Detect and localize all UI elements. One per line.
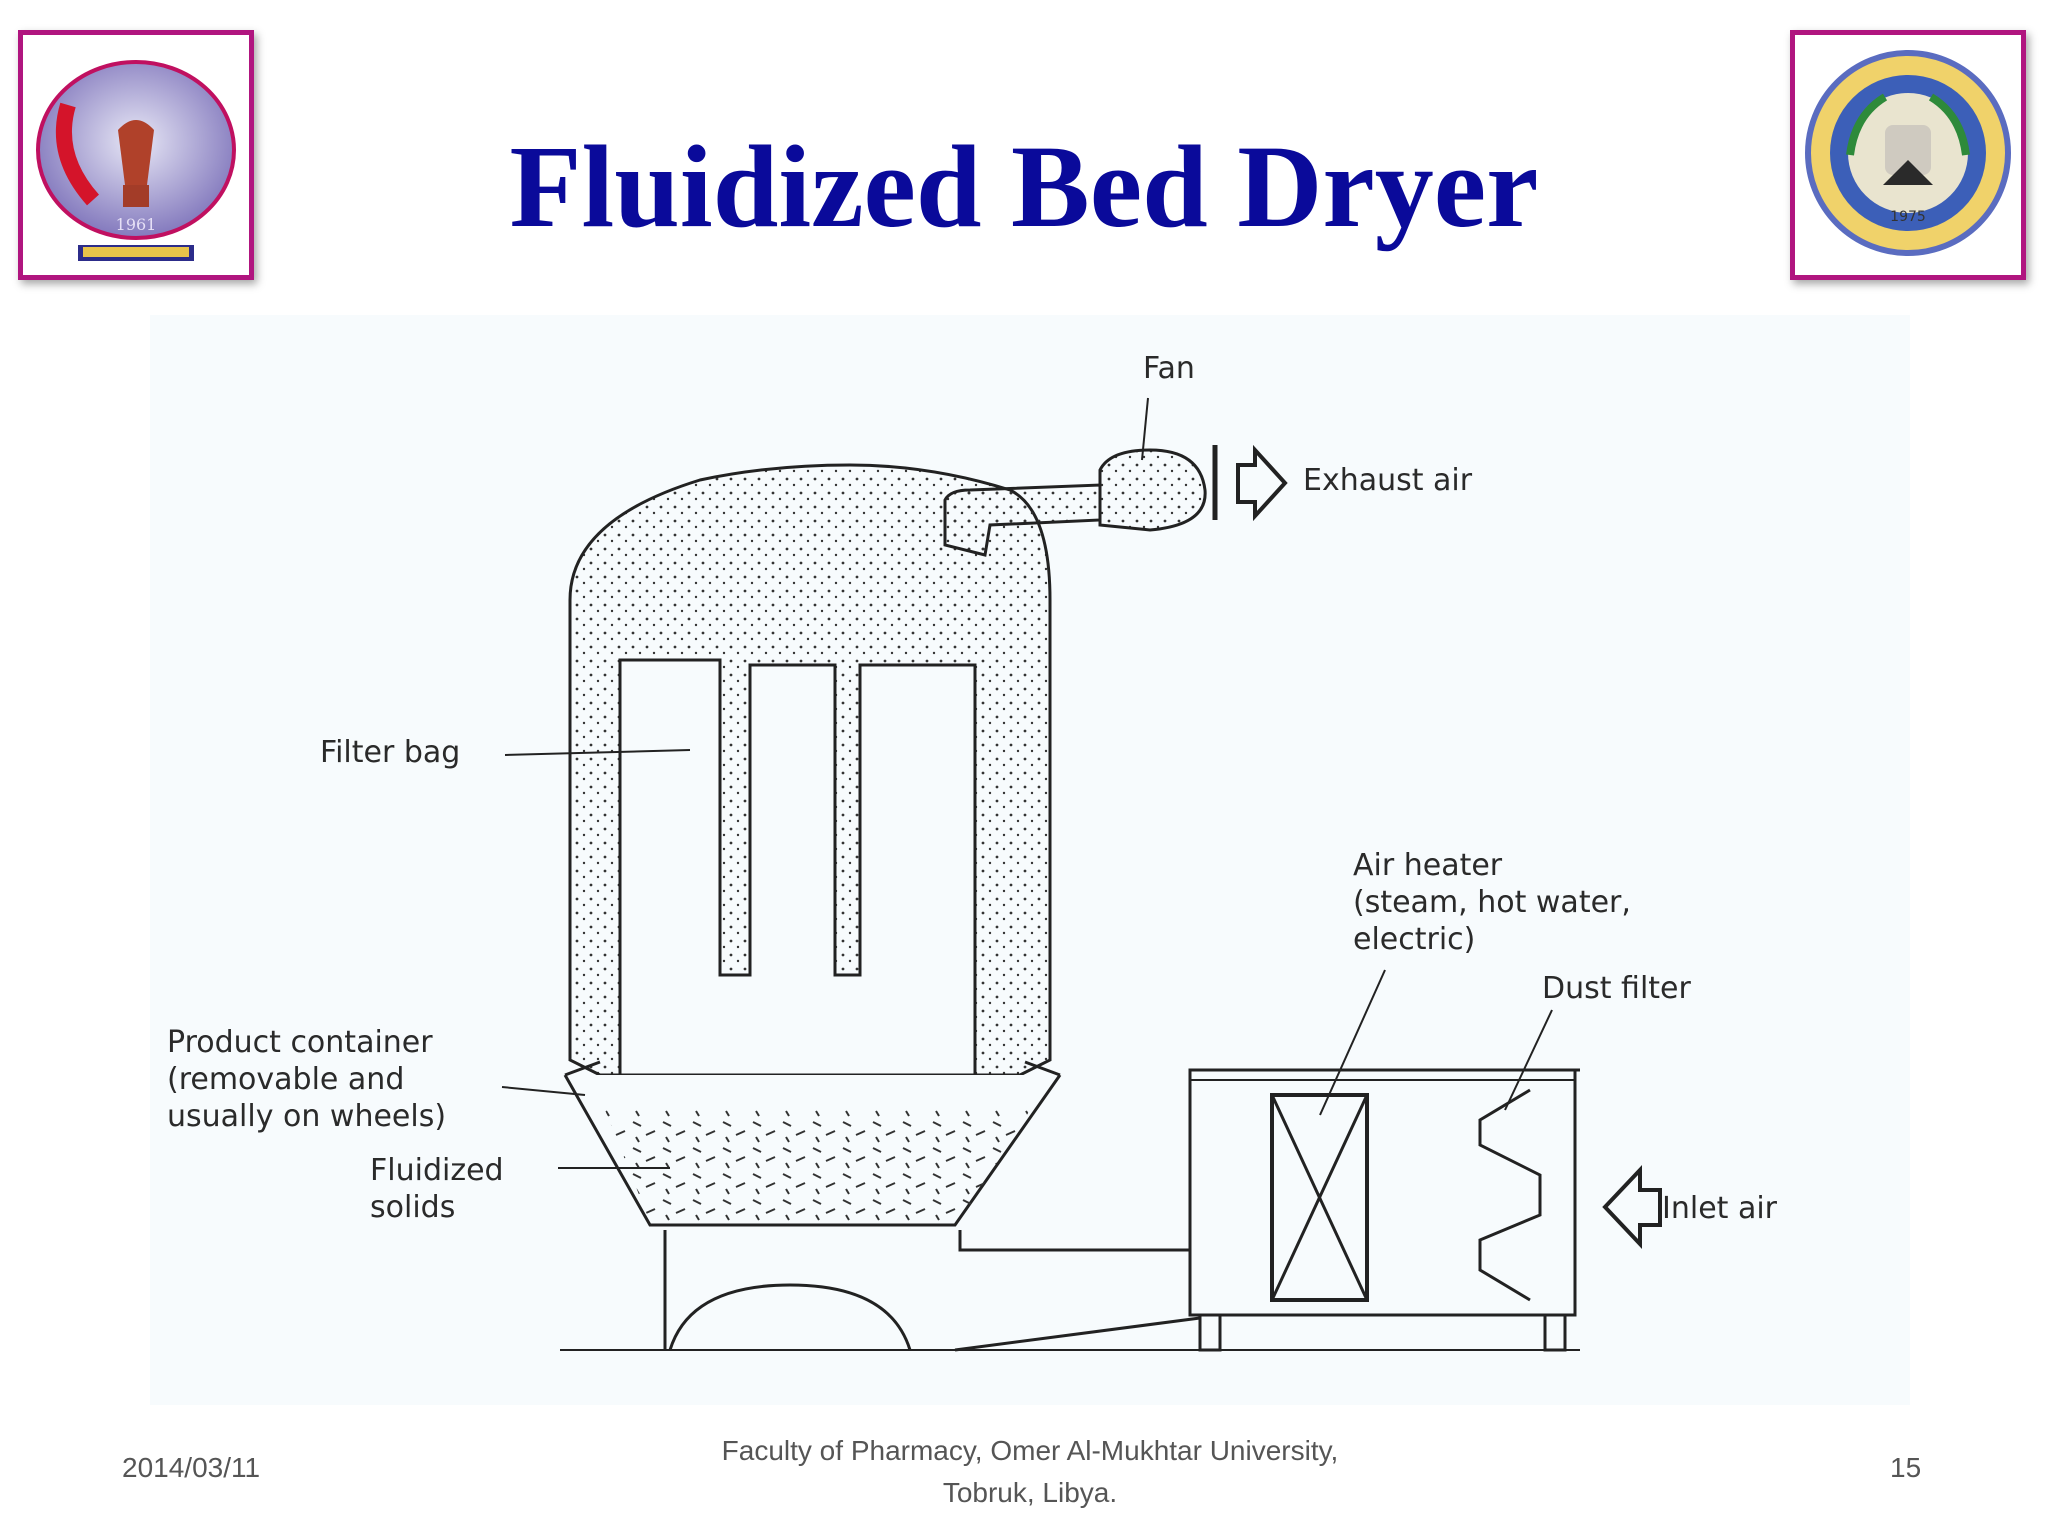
pharmacy-faculty-emblem: 1961 [36, 60, 236, 261]
label-inlet-air: Inlet air [1662, 1191, 1778, 1226]
exhaust-arrow-icon [1236, 444, 1288, 522]
dust-filter-element [1478, 1088, 1542, 1302]
filter-bags [618, 658, 977, 1077]
right-logo-year: 1975 [1890, 209, 1926, 225]
label-fluidized-solids-1: Fluidized [370, 1153, 504, 1188]
duct-to-fan [943, 483, 1102, 557]
footer-organization: Faculty of Pharmacy, Omer Al-Mukhtar Uni… [680, 1430, 1380, 1514]
label-air-heater-2: (steam, hot water, [1353, 885, 1631, 920]
label-dust-filter: Dust filter [1542, 971, 1691, 1006]
label-fluidized-solids-2: solids [370, 1190, 455, 1225]
university-seal: 1975 [1805, 50, 2011, 256]
label-exhaust-air: Exhaust air [1303, 463, 1473, 498]
inlet-arrow-icon [1602, 1164, 1662, 1250]
left-logo-year: 1961 [116, 215, 157, 234]
left-logo: 1961 [18, 30, 254, 280]
label-product-container-3: usually on wheels) [167, 1099, 446, 1134]
label-air-heater-1: Air heater [1353, 848, 1503, 883]
footer-org-line1: Faculty of Pharmacy, Omer Al-Mukhtar Uni… [721, 1435, 1339, 1466]
fan-housing [1098, 448, 1207, 532]
label-product-container-1: Product container [167, 1025, 433, 1060]
label-filter-bag: Filter bag [320, 735, 460, 770]
slide-title: Fluidized Bed Dryer [509, 121, 1539, 252]
footer-org-line2: Tobruk, Libya. [942, 1477, 1118, 1508]
plenum-dome [668, 1283, 912, 1351]
label-air-heater-3: electric) [1353, 922, 1475, 957]
heater-housing [1188, 1068, 1577, 1317]
right-logo: 1975 [1790, 30, 2026, 280]
fluidized-solids [605, 1110, 1030, 1222]
footer-date: 2014/03/11 [122, 1452, 261, 1483]
fluidized-bed-dryer-diagram: Fan Exhaust air Filter bag Air heater (s… [150, 315, 1910, 1405]
label-product-container-2: (removable and [167, 1062, 404, 1097]
label-fan: Fan [1143, 351, 1195, 386]
page-number: 15 [1890, 1452, 1922, 1483]
